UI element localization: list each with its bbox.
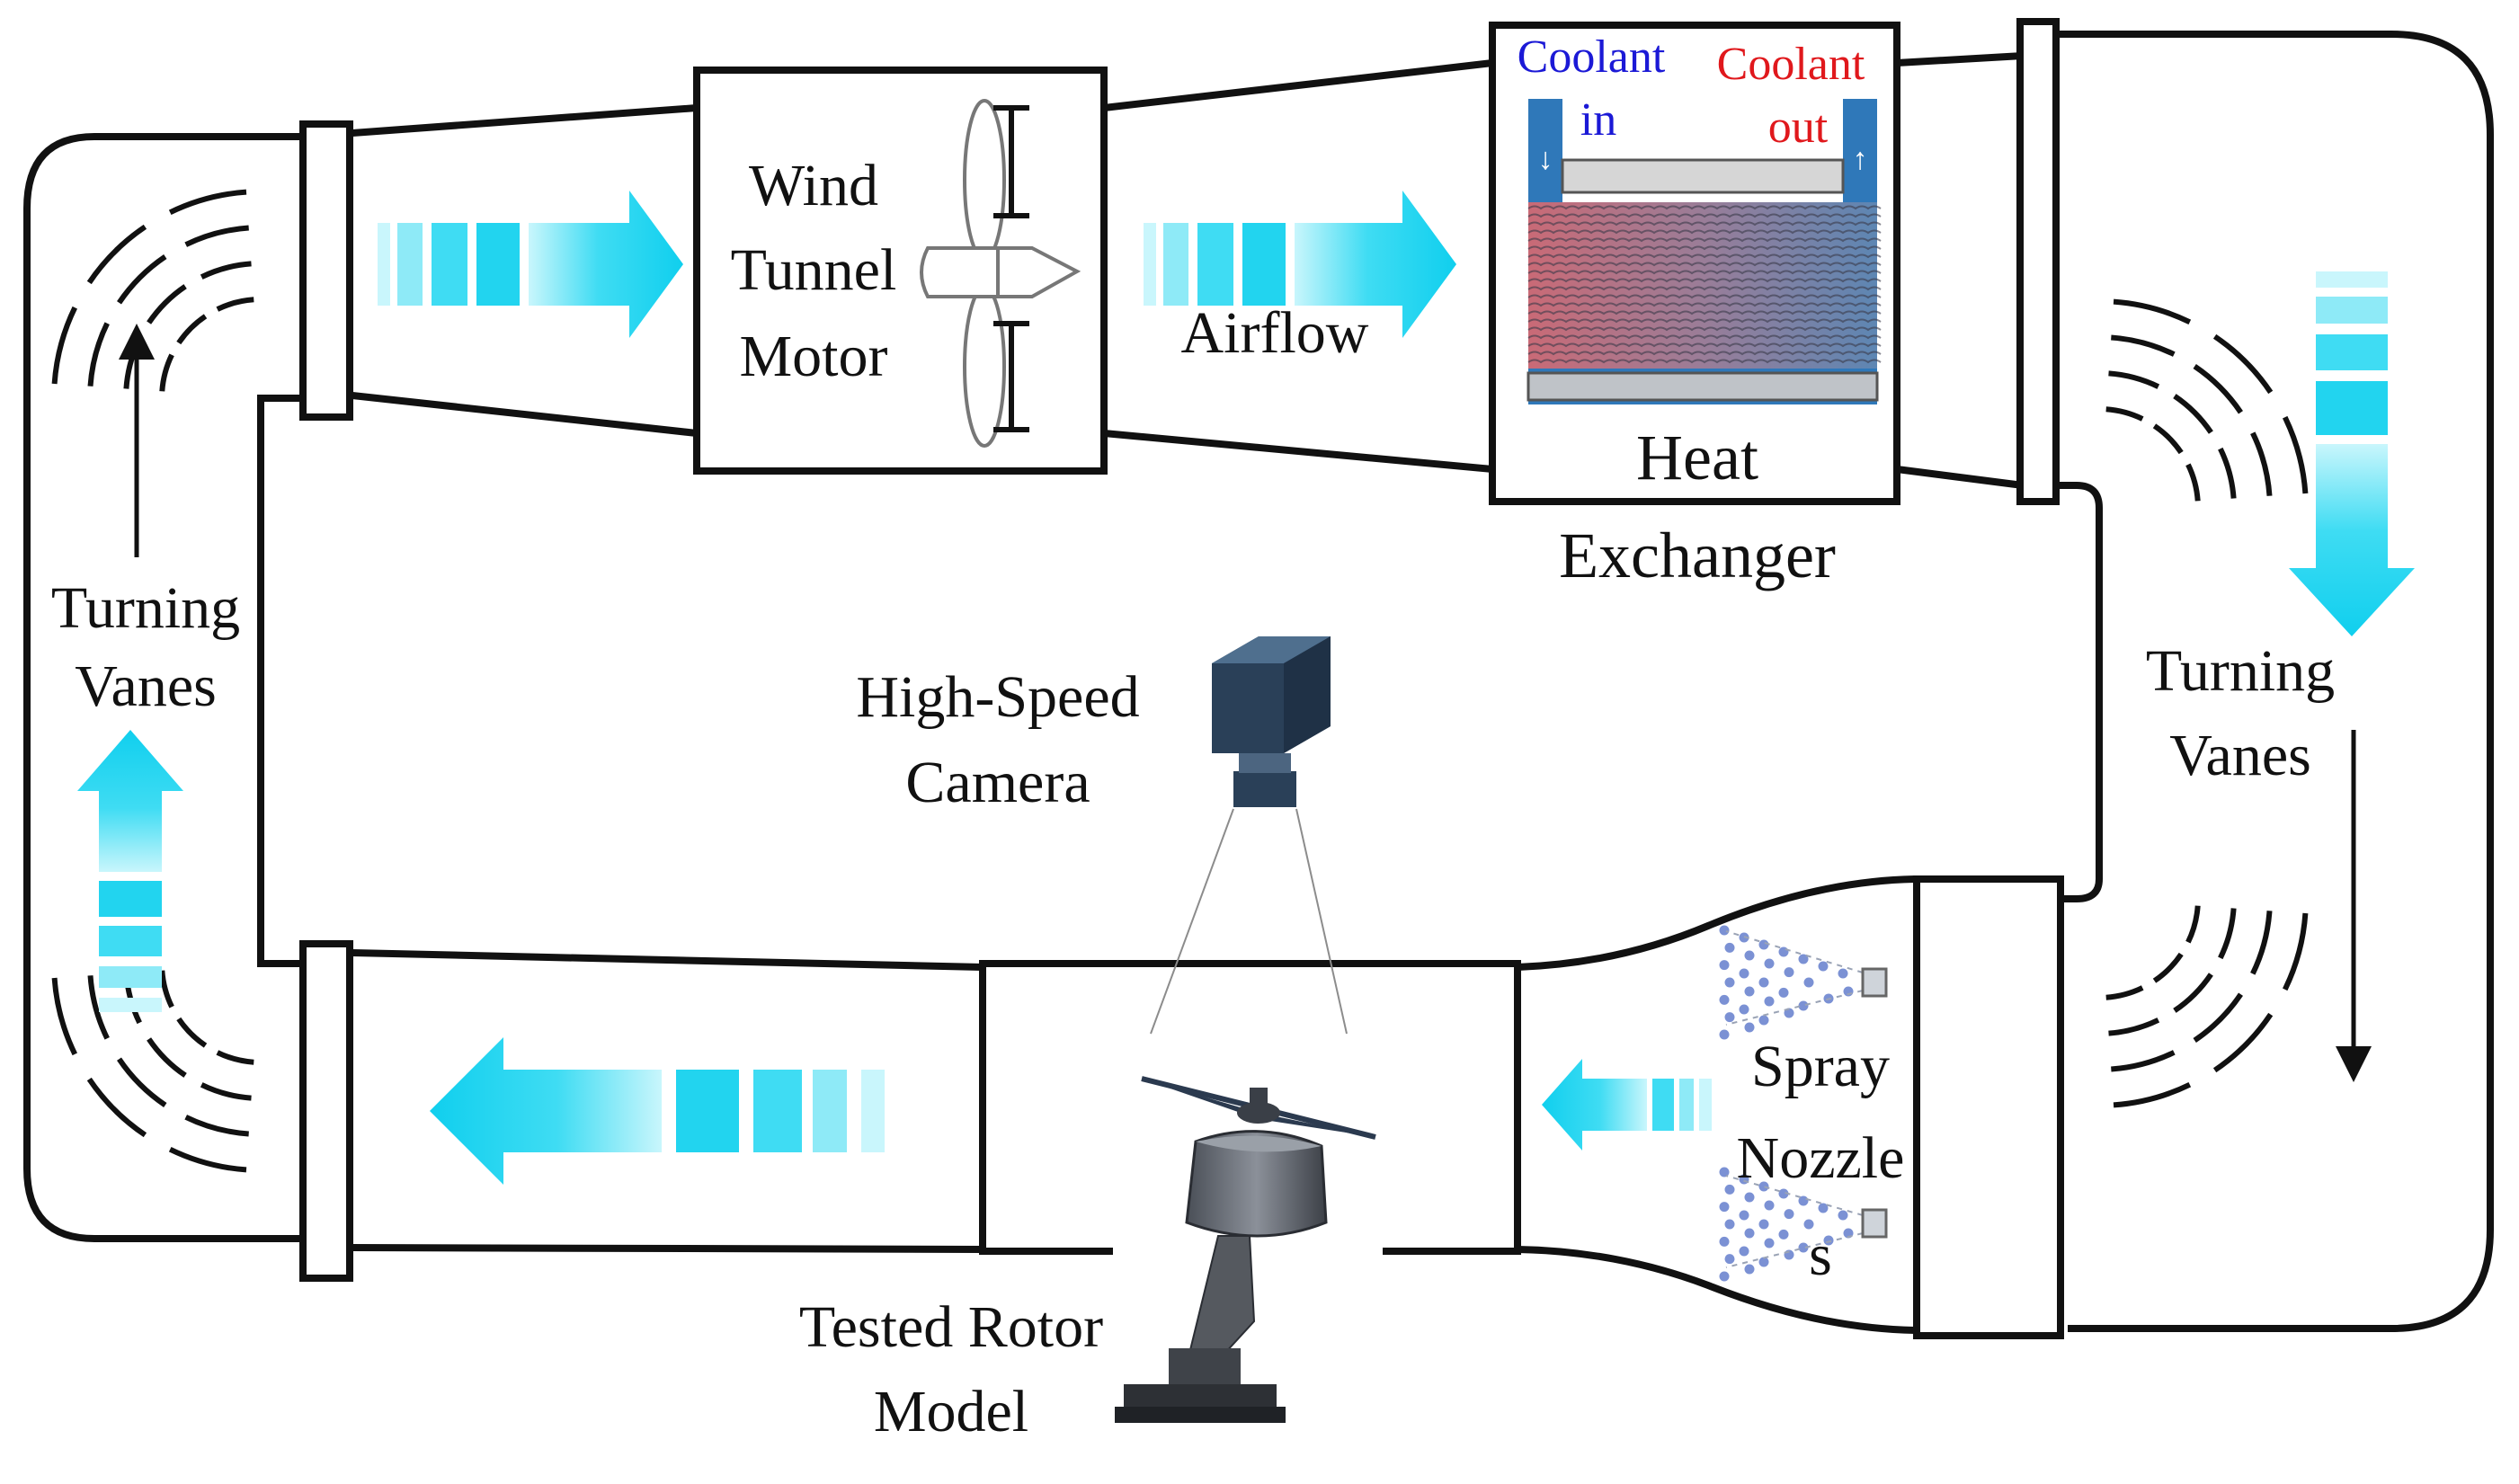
turning-vanes-left <box>51 189 254 1173</box>
heat-exchanger-label-line1: Heat <box>1636 422 1758 493</box>
motor-label-line2: Tunnel <box>731 237 897 303</box>
coolant-out-flow-icon: ↑ <box>1853 143 1868 176</box>
motor-label-line1: Wind <box>749 153 878 218</box>
flange-upper-right <box>2016 18 2060 505</box>
upper-duct <box>352 52 2024 489</box>
turning-vanes-left-label: Turning Vanes <box>51 324 240 719</box>
rotor-model-icon: Tested Rotor Model <box>799 1076 1376 1444</box>
heat-exchanger-label-line2: Exchanger <box>1559 520 1836 591</box>
heat-exchanger-core: ↓ ↑ <box>1527 99 1882 404</box>
flow-arrow-bottom-left <box>430 1037 885 1185</box>
coolant-out-label-line1: Coolant <box>1717 39 1865 90</box>
vanes-left-line1: Turning <box>51 575 240 641</box>
rotor-label-line2: Model <box>874 1379 1028 1444</box>
spray-label-line2: Nozzle <box>1737 1125 1905 1191</box>
fan-propeller-icon <box>920 99 1081 448</box>
vanes-right-line2: Vanes <box>2169 723 2311 788</box>
motor-section: Wind Tunnel Motor <box>693 67 1108 475</box>
flow-arrow-top-middle <box>1144 191 1456 338</box>
turning-vanes-right <box>2105 298 2309 1108</box>
spray-label-line1: Spray <box>1751 1034 1890 1099</box>
camera-label-line2: Camera <box>905 750 1090 815</box>
heat-exchanger-section: ↓ ↑ Coolant in Coolant out Heat Exchange… <box>1489 22 1900 591</box>
camera-label-line1: High-Speed <box>856 664 1139 730</box>
airflow-label: Airflow <box>1181 300 1369 366</box>
vanes-left-line2: Vanes <box>75 653 217 719</box>
flow-arrow-spray <box>1542 1059 1712 1151</box>
rotor-label-line1: Tested Rotor <box>799 1294 1103 1360</box>
flow-arrow-top-left <box>378 191 683 338</box>
coolant-in-flow-icon: ↓ <box>1538 143 1553 176</box>
flange-upper-left <box>299 120 353 421</box>
vanes-right-line1: Turning <box>2146 638 2335 704</box>
coolant-in-label-line1: Coolant <box>1518 31 1666 83</box>
flow-arrow-left-up <box>77 730 183 1012</box>
flange-lower-right <box>1913 875 2064 1339</box>
lower-duct <box>352 875 1916 1334</box>
flow-arrow-icon: Airflow <box>77 191 2415 1185</box>
spray-nozzle-icon: Spray Nozzle s <box>1719 925 1905 1288</box>
flow-arrow-right-down <box>2289 271 2415 636</box>
spray-label-line3: s <box>1809 1222 1832 1288</box>
duct-flanges <box>299 18 2064 1339</box>
tunnel-inner-wall <box>257 395 2103 967</box>
coolant-in-label-line2: in <box>1580 94 1616 146</box>
tunnel-outer-wall <box>23 31 2494 1332</box>
high-speed-camera-icon: High-Speed Camera <box>856 636 1348 1035</box>
turning-vanes-right-label: Turning Vanes <box>2146 638 2372 1082</box>
motor-label-line3: Motor <box>740 324 888 389</box>
coolant-out-label-line2: out <box>1768 102 1829 153</box>
flange-lower-left <box>299 940 353 1282</box>
